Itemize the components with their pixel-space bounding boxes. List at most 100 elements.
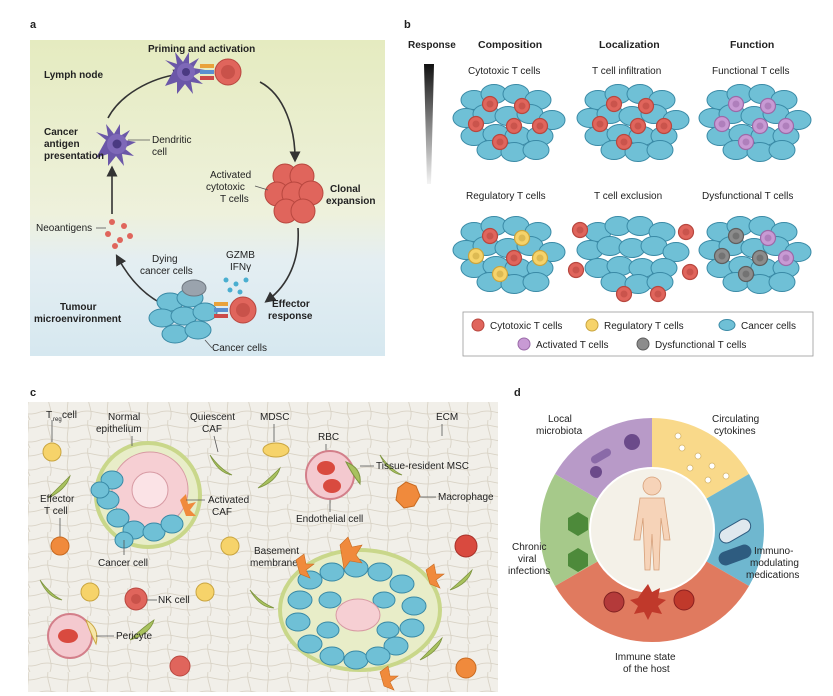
t-cell-nucleus bbox=[764, 234, 772, 242]
treg-label: T bbox=[46, 410, 52, 421]
t-cell-nucleus bbox=[518, 234, 526, 242]
rbc-label: RBC bbox=[318, 432, 339, 443]
cancer-cell bbox=[768, 140, 796, 160]
t-cell-nucleus bbox=[610, 100, 618, 108]
basement-1: Basement bbox=[254, 546, 299, 557]
tissue-msc-label: Tissue-resident MSC bbox=[376, 461, 469, 472]
t-cell-nucleus bbox=[732, 232, 740, 240]
macrophage-free bbox=[455, 657, 477, 679]
label-exclusion: T cell exclusion bbox=[594, 191, 662, 202]
mdsc-cell bbox=[262, 442, 290, 458]
tumour-functional bbox=[698, 84, 812, 162]
col-header-function: Function bbox=[730, 39, 774, 51]
medications-3: medications bbox=[746, 570, 799, 581]
t-cell-nucleus bbox=[782, 122, 790, 130]
host-wheel bbox=[539, 418, 765, 643]
clonal-expansion-2: expansion bbox=[326, 196, 375, 207]
normal-epi-1: Normal bbox=[108, 412, 140, 423]
cytokine-dots-d bbox=[674, 432, 730, 484]
cancer-cells-label: Cancer cells bbox=[212, 343, 267, 354]
dendritic-cell-priming bbox=[165, 52, 205, 94]
legend-dysfunctional: Dysfunctional T cells bbox=[655, 340, 746, 351]
t-cell-nucleus bbox=[742, 138, 750, 146]
clonal-expansion-cluster bbox=[264, 163, 324, 224]
t-cell-nucleus bbox=[576, 226, 584, 234]
blood-vessel-top bbox=[305, 450, 361, 500]
t-cell-nucleus bbox=[642, 102, 650, 110]
cycle-arrow-3 bbox=[264, 227, 299, 303]
t-cell-nucleus bbox=[742, 270, 750, 278]
legend-swatch-activated bbox=[517, 337, 531, 351]
panel-c-label: c bbox=[30, 387, 36, 399]
quiescent-caf-group bbox=[39, 454, 473, 661]
t-cell-nucleus bbox=[660, 122, 668, 130]
activated-tc-3: T cells bbox=[220, 194, 249, 205]
t-cell-nucleus bbox=[764, 102, 772, 110]
effector-label-1: Effector bbox=[272, 299, 310, 310]
t-cell-nucleus bbox=[756, 122, 764, 130]
tme-label-2: microenvironment bbox=[34, 314, 122, 325]
t-cell-nucleus bbox=[496, 270, 504, 278]
dendritic-label-2: cell bbox=[152, 147, 167, 158]
treg-suffix: cell bbox=[62, 410, 77, 421]
treg-cell bbox=[42, 442, 62, 462]
ifng-label: IFNγ bbox=[230, 262, 251, 273]
panel-b-label: b bbox=[404, 19, 411, 31]
cancer-cell-label: Cancer cell bbox=[98, 558, 148, 569]
panel-d-label: d bbox=[514, 387, 521, 399]
legend-cancer: Cancer cells bbox=[741, 321, 796, 332]
immune-state-2: of the host bbox=[623, 664, 670, 675]
treg-sub: reg bbox=[53, 417, 62, 423]
legend-box bbox=[462, 311, 814, 357]
t-cell-nucleus bbox=[756, 254, 764, 262]
dendritic-label-1: Dendritic bbox=[152, 135, 191, 146]
t-cell-nucleus bbox=[634, 122, 642, 130]
t-cell-nucleus bbox=[620, 290, 628, 298]
effector-label-2: response bbox=[268, 311, 313, 322]
clonal-expansion-1: Clonal bbox=[330, 184, 361, 195]
quiescent-caf-2: CAF bbox=[202, 424, 222, 435]
blood-vessel-bottom bbox=[47, 613, 98, 659]
t-cell-nucleus bbox=[510, 254, 518, 262]
rbc-free-1 bbox=[454, 534, 478, 558]
legend-regulatory: Regulatory T cells bbox=[604, 321, 684, 332]
nk-cell-2 bbox=[169, 655, 191, 677]
mdsc-label: MDSC bbox=[260, 412, 289, 423]
t-cell-nucleus bbox=[510, 122, 518, 130]
priming-title: Priming and activation bbox=[148, 44, 255, 55]
dying-label-2: cancer cells bbox=[140, 266, 193, 277]
panel-b: b Response Composition Localization Func… bbox=[404, 19, 814, 357]
gzmb-label: GZMB bbox=[226, 250, 255, 261]
lymph-node-label: Lymph node bbox=[44, 70, 104, 81]
tumour-mass bbox=[278, 536, 445, 691]
endothelial-label: Endothelial cell bbox=[296, 514, 363, 525]
response-label: Response bbox=[408, 40, 456, 51]
t-cell-nucleus bbox=[718, 252, 726, 260]
nk-cell-label: NK cell bbox=[158, 595, 190, 606]
microbiota-2: microbiota bbox=[536, 426, 583, 437]
medications-2: modulating bbox=[750, 558, 799, 569]
human-figure bbox=[633, 476, 671, 571]
neoantigen-dots bbox=[105, 219, 133, 249]
t-cell-nucleus bbox=[536, 254, 544, 262]
legend-swatch-regulatory bbox=[585, 318, 599, 332]
t-cell-nucleus bbox=[718, 120, 726, 128]
panel-d: d bbox=[508, 387, 799, 675]
cancer-cell bbox=[522, 140, 550, 160]
dendritic-cell bbox=[96, 124, 136, 166]
col-header-localization: Localization bbox=[599, 39, 660, 51]
treg-cell-3 bbox=[80, 582, 100, 602]
cancer-cell bbox=[646, 140, 674, 160]
cytokine-dots bbox=[223, 277, 249, 295]
cancer-antigen-1: Cancer bbox=[44, 127, 78, 138]
t-cell-nucleus bbox=[472, 252, 480, 260]
t-cell-nucleus bbox=[486, 100, 494, 108]
cancer-antigen-2: antigen bbox=[44, 139, 80, 150]
normal-epi-2: epithelium bbox=[96, 424, 142, 435]
t-cell-nucleus bbox=[732, 100, 740, 108]
response-gradient bbox=[424, 64, 434, 184]
pill-icons bbox=[718, 518, 752, 566]
t-cell-nucleus bbox=[782, 254, 790, 262]
viral-1: Chronic bbox=[512, 542, 546, 553]
